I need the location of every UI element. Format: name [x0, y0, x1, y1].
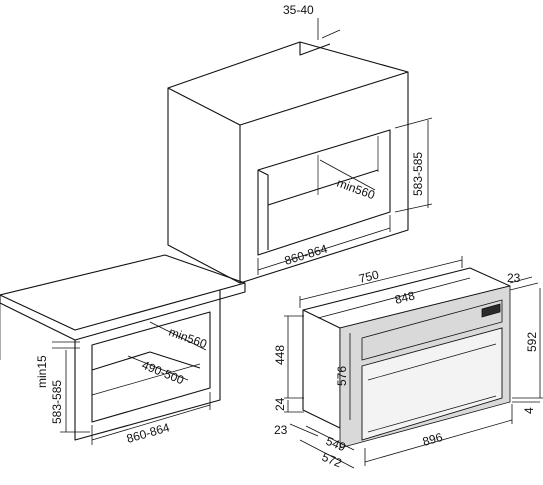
counter-niche-opening: [91, 311, 211, 423]
label-oven-23-top: 23: [507, 271, 521, 285]
dim-oven-23-bot: 23: [274, 423, 319, 437]
tall-niche-back: [317, 136, 379, 195]
dim-counter-min15: min15: [35, 341, 80, 388]
tall-cabinet-back-step: [299, 42, 331, 56]
dim-oven-23-top: 23: [507, 271, 539, 291]
dim-oven-848: 848: [317, 277, 471, 319]
oven-control-panel: [361, 299, 503, 361]
dim-oven-4: 4: [512, 401, 540, 414]
worktop-edge: [0, 283, 246, 341]
tall-niche-floor: [267, 169, 379, 206]
dim-oven-592: 592: [512, 288, 543, 399]
label-counter-height: 583-585: [50, 380, 64, 424]
label-oven-896: 896: [421, 430, 444, 449]
dim-counter-depth: min560: [149, 321, 209, 352]
dim-counter-height: 583-585: [50, 350, 90, 433]
dim-tall-width: 860-864: [257, 215, 391, 275]
counter-cabinet: min15 583-585 min560 490-500 860-864: [0, 254, 246, 446]
oven-door-handle: [367, 343, 497, 381]
dim-oven-576: 576: [335, 333, 351, 420]
label-oven-23-bot: 23: [274, 423, 288, 437]
dim-tall-height: 583-585: [394, 117, 433, 213]
oven-door: [361, 327, 503, 441]
label-oven-4: 4: [522, 407, 536, 414]
tall-cabinet: 35-40 min560 583-585 860-864: [167, 3, 433, 284]
oven-appliance: 750 848 23 592 4 448: [273, 256, 543, 470]
counter-niche-back: [91, 351, 201, 371]
oven-door-bottom: [367, 395, 497, 433]
counter-niche-floor: [91, 363, 201, 396]
tall-cabinet-top: [167, 41, 409, 89]
counter-carcass: [74, 290, 221, 441]
label-oven-448: 448: [273, 345, 287, 365]
dim-tall-top: 35-40: [283, 3, 341, 40]
tall-niche-side: [257, 169, 269, 250]
dim-tall-depth: min560: [319, 159, 377, 202]
dim-oven-896: 896: [364, 404, 513, 466]
oven-display: [481, 303, 501, 318]
label-counter-inner: 490-500: [140, 358, 186, 388]
label-oven-750: 750: [357, 267, 380, 286]
label-oven-24: 24: [273, 397, 287, 411]
label-oven-576: 576: [335, 366, 349, 386]
label-oven-592: 592: [525, 332, 539, 352]
dim-oven-750: 750: [299, 256, 463, 308]
tall-niche-opening: [257, 129, 391, 256]
label-counter-depth: min560: [167, 325, 209, 352]
tall-cabinet-side: [167, 87, 241, 284]
label-tall-top: 35-40: [283, 3, 314, 17]
dim-oven-448: 448: [273, 315, 304, 399]
label-tall-height: 583-585: [411, 152, 425, 196]
label-tall-width: 860-864: [283, 242, 330, 268]
label-oven-848: 848: [393, 288, 416, 307]
label-counter-min15: min15: [35, 355, 49, 388]
dim-oven-24: 24: [273, 397, 304, 413]
tall-cabinet-front: [239, 71, 409, 284]
